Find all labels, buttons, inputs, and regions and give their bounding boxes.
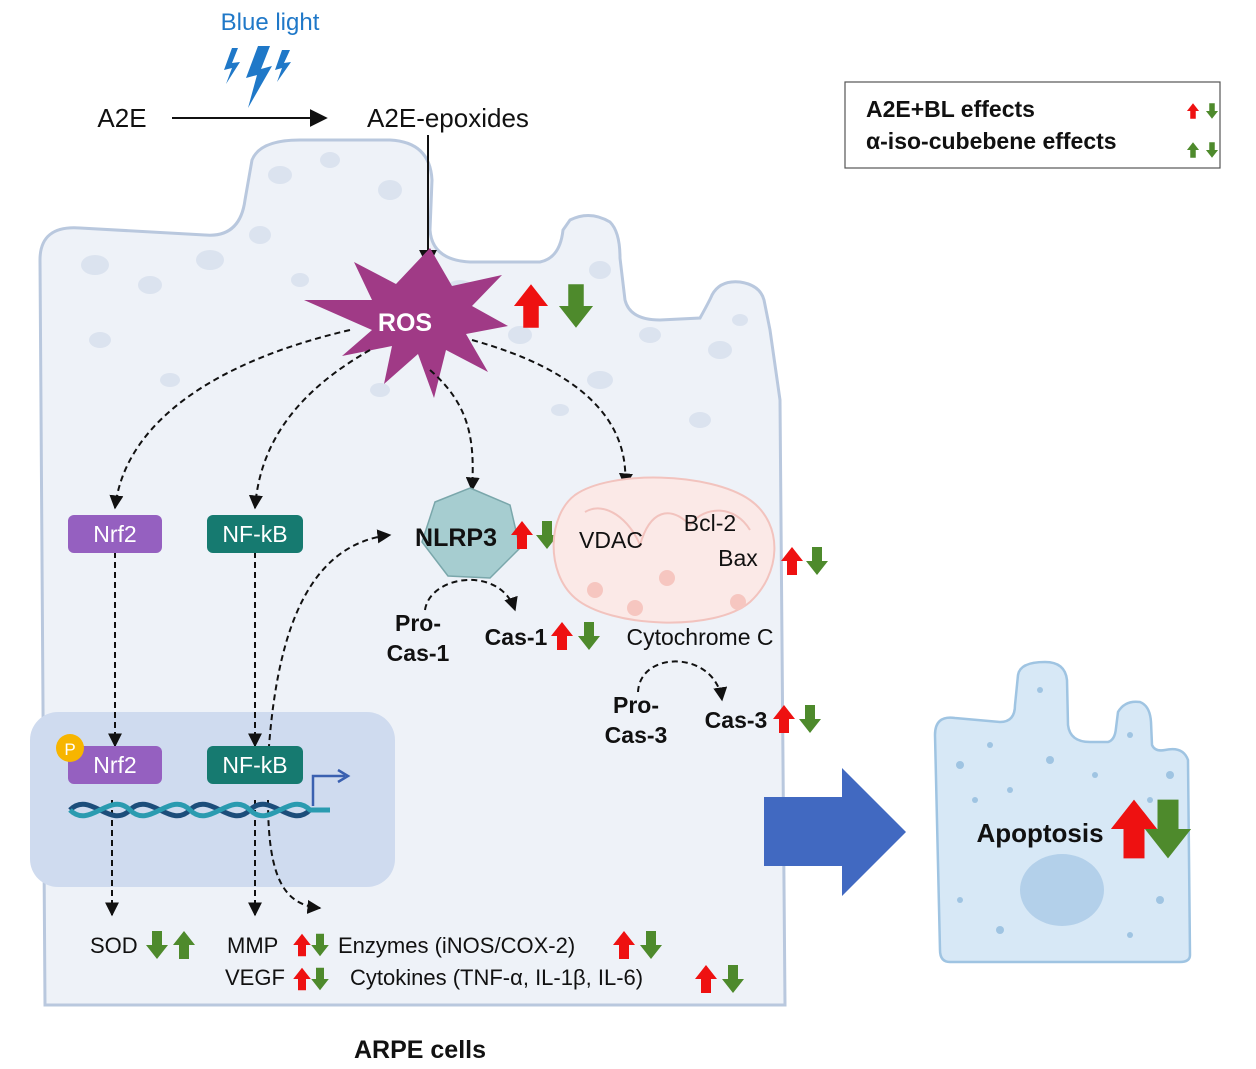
bcl2-label: Bcl-2	[684, 510, 736, 536]
nuclear-nfkb-box	[207, 746, 303, 784]
up-arrow-icon	[781, 547, 803, 575]
pro-cas1-label-bottom: Cas-1	[387, 640, 450, 666]
apoptotic-cell	[933, 660, 1192, 964]
nlrp3-hexagon-icon	[421, 487, 521, 579]
nfkb-label: NF-kB	[222, 521, 287, 547]
nfkb-to-nlrp3-path	[267, 529, 392, 761]
procas3-to-cas3-path	[637, 660, 728, 702]
ros-burst: ROS	[304, 248, 508, 398]
mmp-label: MMP	[227, 933, 278, 958]
cytochrome-c-label: Cytochrome C	[627, 624, 774, 650]
pro-cas1-label-top: Pro-	[395, 610, 441, 636]
dna-helix-icon	[68, 801, 330, 819]
nuclear-nfkb-label: NF-kB	[222, 752, 287, 778]
phospho-label: P	[64, 740, 75, 759]
nuclear-nrf2-box	[68, 746, 162, 784]
bax-label: Bax	[718, 545, 758, 571]
vdac-label: VDAC	[579, 527, 643, 553]
nlrp3-label: NLRP3	[415, 524, 497, 552]
nuclear-nrf2-label: Nrf2	[93, 752, 136, 778]
sod-label: SOD	[90, 933, 138, 958]
phospho-badge	[56, 734, 84, 762]
a2e-label: A2E	[97, 103, 146, 133]
cas1-label: Cas-1	[485, 624, 548, 650]
blue-light-label: Blue light	[221, 9, 320, 36]
nrf2-box	[68, 515, 162, 553]
apoptotic-nucleus	[1020, 854, 1104, 926]
apoptotic-vesicles	[956, 687, 1174, 938]
ros-to-mitochondria-path	[471, 339, 633, 488]
legend-row-cubebene: α-iso-cubebene effects	[866, 128, 1117, 154]
cytokines-label: Cytokines (TNF-α, IL-1β, IL-6)	[350, 965, 643, 990]
nfkb-to-enzymes-path	[267, 799, 322, 914]
vegf-label: VEGF	[225, 965, 285, 990]
mitochondrion-icon	[552, 476, 776, 624]
nrf2-label: Nrf2	[93, 521, 136, 547]
nfkb-box	[207, 515, 303, 553]
cas3-label: Cas-3	[705, 707, 768, 733]
enzymes-label: Enzymes (iNOS/COX-2)	[338, 933, 575, 958]
pro-cas3-label-top: Pro-	[613, 692, 659, 718]
nucleus	[30, 712, 395, 887]
down-arrow-icon	[806, 547, 828, 575]
progression-arrow	[764, 768, 906, 896]
a2e-epoxides-label: A2E-epoxides	[367, 103, 529, 133]
lightning-bolt-icon	[224, 46, 291, 108]
ros-to-nrf2-path	[109, 329, 351, 510]
pro-cas3-label-bottom: Cas-3	[605, 722, 668, 748]
procas1-to-cas1-path	[424, 578, 518, 612]
transcription-arrow-icon	[311, 768, 351, 806]
cell-caption: ARPE cells	[354, 1036, 486, 1064]
legend: A2E+BL effects α-iso-cubebene effects	[844, 81, 1221, 169]
ros-label: ROS	[378, 309, 432, 337]
legend-row-a2e-bl: A2E+BL effects	[866, 96, 1035, 122]
apoptosis-label: Apoptosis	[976, 818, 1103, 848]
down-arrow-icon	[799, 705, 821, 733]
